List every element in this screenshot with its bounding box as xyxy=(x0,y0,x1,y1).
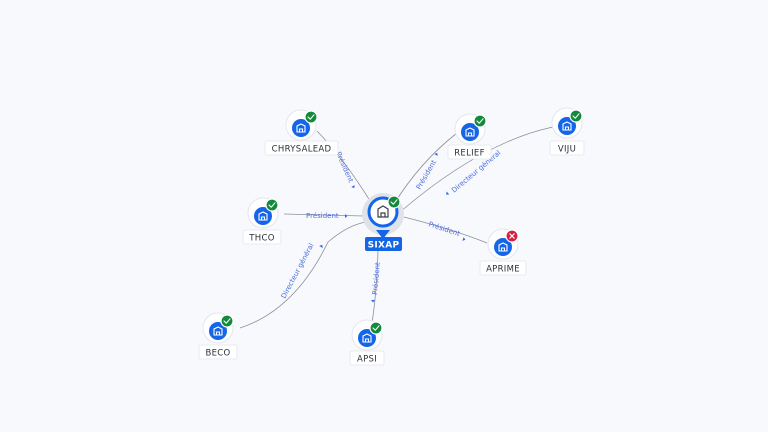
edge-arrow-thco xyxy=(345,214,348,218)
edge-chrysalead xyxy=(316,130,373,205)
edge-apsi xyxy=(371,249,379,324)
edge-label-relief: Président xyxy=(415,159,438,191)
check-icon xyxy=(473,114,487,128)
edge-arrow-aprime xyxy=(462,237,466,241)
check-icon xyxy=(369,321,383,335)
cross-icon xyxy=(505,229,519,243)
center-node-label: SIXAP xyxy=(368,241,400,251)
edge-arrow-apsi xyxy=(371,300,375,303)
node-apsi[interactable]: APSI xyxy=(349,319,385,366)
check-icon xyxy=(569,109,583,123)
node-beco[interactable]: BECO xyxy=(198,312,238,360)
edge-arrow-relief xyxy=(434,152,438,156)
edge-arrow-viju xyxy=(446,191,450,195)
check-icon xyxy=(220,314,234,328)
node-label-relief: RELIEF xyxy=(454,149,485,159)
building-icon xyxy=(362,333,372,343)
node-aprime[interactable]: APRIME xyxy=(479,228,527,276)
edge-arrow-beco xyxy=(319,244,323,248)
edge-label-aprime: Président xyxy=(427,220,461,238)
center-name-badge xyxy=(365,237,402,251)
edge-arrow-chrysalead xyxy=(351,185,355,189)
edge-label-thco: Président xyxy=(306,212,339,220)
center-node[interactable]: SIXAP xyxy=(362,193,404,251)
node-label-thco: THCO xyxy=(248,234,274,244)
check-icon xyxy=(265,198,279,212)
node-label-beco: BECO xyxy=(205,349,230,359)
node-chrysalead[interactable]: CHRYSALEAD xyxy=(264,109,339,156)
check-icon xyxy=(304,110,318,124)
edge-label-beco: Directeur général xyxy=(280,242,316,300)
edge-beco xyxy=(239,221,367,329)
edge-aprime xyxy=(403,216,488,244)
building-icon xyxy=(213,326,223,336)
edge-label-apsi: Président xyxy=(371,262,382,295)
node-label-chrysalead: CHRYSALEAD xyxy=(272,145,332,155)
check-icon xyxy=(387,195,401,209)
building-icon xyxy=(296,123,306,133)
node-viju[interactable]: VIJU xyxy=(549,107,585,156)
node-label-aprime: APRIME xyxy=(486,265,520,275)
edge-relief xyxy=(393,132,458,205)
edge-label-chrysalead: Président xyxy=(334,151,355,184)
node-thco[interactable]: THCO xyxy=(242,197,282,245)
building-icon xyxy=(498,242,508,252)
building-icon xyxy=(562,121,572,131)
building-icon xyxy=(258,211,268,221)
node-label-apsi: APSI xyxy=(357,355,377,365)
building-icon xyxy=(377,205,389,218)
node-label-viju: VIJU xyxy=(558,145,576,155)
building-icon xyxy=(465,127,475,137)
edge-thco xyxy=(283,213,365,217)
node-relief[interactable]: RELIEF xyxy=(447,113,492,160)
